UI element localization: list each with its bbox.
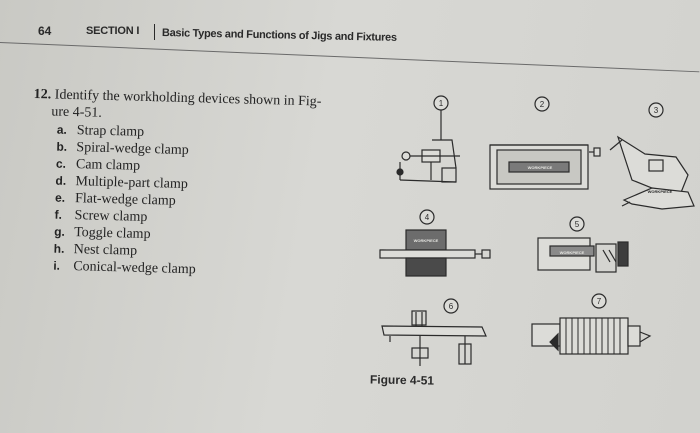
workpiece-label-3: WORKPIECE bbox=[648, 189, 673, 194]
strap-clamp-drawing bbox=[609, 102, 695, 210]
header-rule bbox=[0, 42, 700, 73]
answer-options: a.Strap clamp b.Spiral-wedge clamp c.Cam… bbox=[29, 121, 363, 283]
figure-caption: Figure 4-51 bbox=[369, 372, 435, 388]
figure-4-51: 1 2 3 4 5 6 7 WORKPIECE WORKPIECE WORKPI… bbox=[360, 80, 700, 400]
callout-2: 2 bbox=[540, 100, 545, 109]
nest-clamp-drawing bbox=[489, 96, 601, 190]
page-header: 64 SECTION I Basic Types and Functions o… bbox=[0, 24, 700, 73]
callout-4: 4 bbox=[425, 213, 430, 222]
section-label: SECTION I bbox=[86, 25, 140, 37]
workholding-illustrations: 1 2 3 4 5 6 7 WORKPIECE WORKPIECE WORKPI… bbox=[379, 95, 695, 366]
toggle-clamp-drawing bbox=[396, 95, 460, 183]
workpiece-label-2: WORKPIECE bbox=[528, 165, 553, 170]
page-number: 64 bbox=[38, 24, 52, 38]
callout-6: 6 bbox=[449, 302, 454, 311]
callout-1: 1 bbox=[439, 99, 444, 108]
conical-clamp-drawing bbox=[531, 293, 652, 355]
screw-clamp-drawing bbox=[537, 216, 629, 273]
callout-5: 5 bbox=[575, 220, 580, 229]
callout-7: 7 bbox=[597, 297, 602, 306]
question-number: 12. bbox=[33, 86, 52, 103]
question-12: 12. Identify the workholding devices sho… bbox=[29, 86, 364, 283]
workpiece-label-4: WORKPIECE bbox=[414, 238, 439, 243]
header-divider bbox=[154, 24, 155, 40]
callout-3: 3 bbox=[654, 106, 659, 115]
workpiece-label-5: WORKPIECE bbox=[560, 250, 585, 255]
multiple-part-clamp-drawing bbox=[379, 209, 491, 277]
chapter-title: Basic Types and Functions of Jigs and Fi… bbox=[161, 27, 397, 44]
strap-on-supports-drawing bbox=[381, 298, 487, 366]
